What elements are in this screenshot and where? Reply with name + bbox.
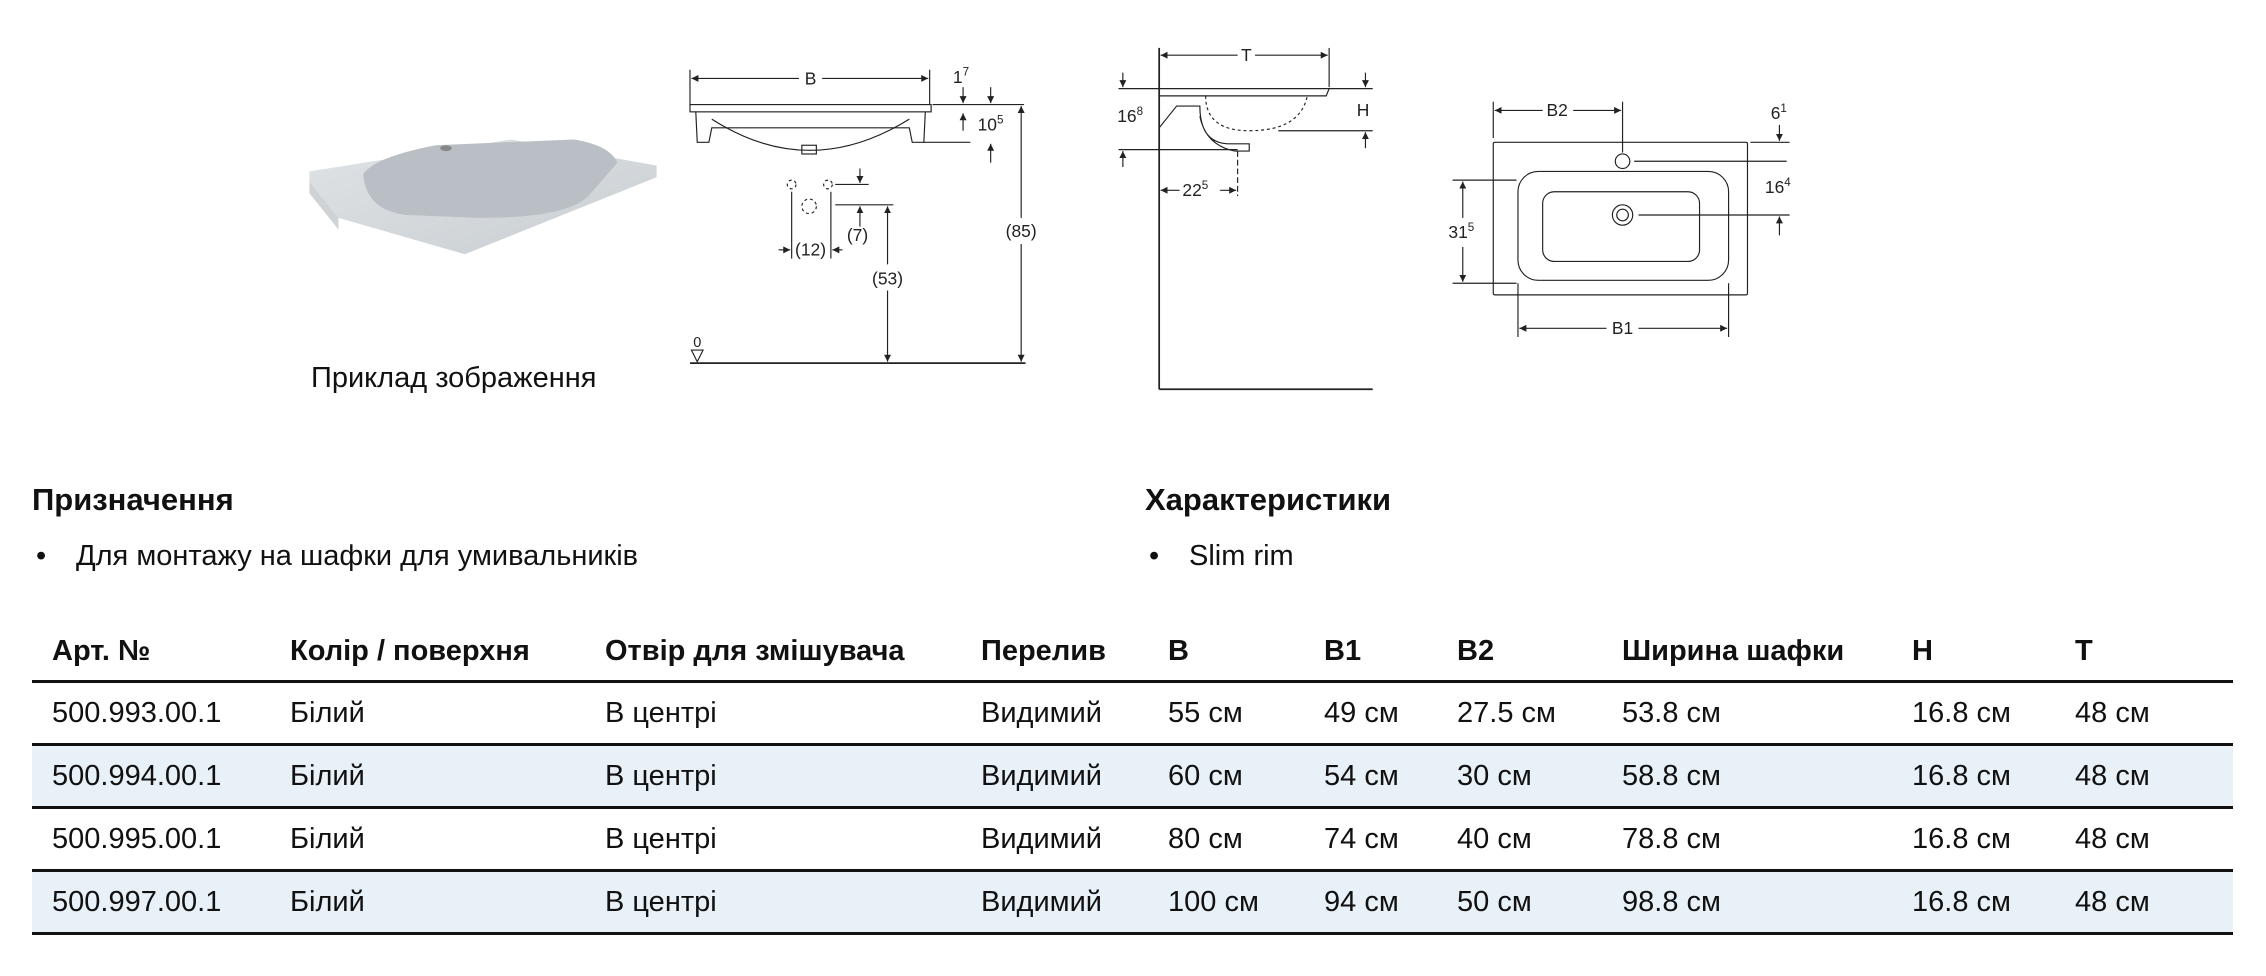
table-cell: 16.8 см	[1892, 681, 2055, 746]
table-cell: 16.8 см	[1892, 870, 2055, 935]
table-cell: Видимий	[961, 681, 1148, 746]
table-cell: 53.8 см	[1602, 681, 1892, 746]
col-b: B	[1148, 622, 1304, 683]
table-cell: В центрі	[585, 870, 961, 935]
dim-b: B	[805, 68, 817, 88]
features-section: Характеристики •Slim rim	[1145, 482, 1391, 573]
features-title: Характеристики	[1145, 482, 1392, 517]
product-table: Арт. № Колір / поверхня Отвір для змішув…	[32, 622, 2233, 935]
table-cell: 100 см	[1148, 870, 1304, 935]
dim-b2: B2	[1547, 100, 1568, 120]
col-tap-hole: Отвір для змішувача	[585, 622, 961, 683]
dim-outlet-height: (53)	[872, 269, 903, 289]
table-cell: 40 см	[1437, 807, 1602, 872]
bullet-icon: •	[1149, 540, 1160, 572]
list-item: •Для монтажу на шафки для умивальників	[32, 540, 638, 573]
front-view-drawing: B 17 105 (85) (12) (7) (53) 0	[689, 66, 1037, 365]
table-cell: Білий	[270, 744, 585, 809]
table-cell: В центрі	[585, 681, 961, 746]
table-cell: 500.997.00.1	[32, 870, 270, 935]
dim-bowl-depth: 315	[1448, 221, 1474, 242]
col-h: H	[1892, 622, 2055, 683]
table-cell: 48 см	[2055, 681, 2233, 746]
purpose-section: Призначення •Для монтажу на шафки для ум…	[32, 482, 638, 573]
table-cell: В центрі	[585, 744, 961, 809]
table-cell: Видимий	[961, 870, 1148, 935]
table-cell: В центрі	[585, 807, 961, 872]
dim-tap-offset: 61	[1771, 102, 1787, 123]
purpose-title: Призначення	[32, 482, 234, 517]
bullet-icon: •	[36, 540, 47, 572]
table-cell: 48 см	[2055, 744, 2233, 809]
table-cell: 78.8 см	[1602, 807, 1892, 872]
list-item: •Slim rim	[1145, 540, 1391, 573]
table-cell: Білий	[270, 870, 585, 935]
dim-t: T	[1241, 45, 1252, 65]
table-cell: 94 см	[1304, 870, 1437, 935]
table-cell: 48 см	[2055, 807, 2233, 872]
table-cell: 500.994.00.1	[32, 744, 270, 809]
table-cell: Білий	[270, 807, 585, 872]
sink-photo	[309, 139, 657, 255]
table-cell: 500.993.00.1	[32, 681, 270, 746]
table-cell: Видимий	[961, 807, 1148, 872]
table-cell: 16.8 см	[1892, 807, 2055, 872]
technical-drawings: B 17 105 (85) (12) (7) (53) 0	[309, 45, 1791, 391]
table-cell: 60 см	[1148, 744, 1304, 809]
dim-outlet-spacing: (12)	[795, 240, 826, 260]
table-cell: 54 см	[1304, 744, 1437, 809]
col-b1: B1	[1304, 622, 1437, 683]
col-article: Арт. №	[32, 622, 270, 683]
dim-depth: 105	[978, 113, 1004, 134]
dim-total-height: (85)	[1006, 221, 1037, 241]
table-cell: 74 см	[1304, 807, 1437, 872]
col-b2: B2	[1437, 622, 1602, 683]
col-cabinet-width: Ширина шафки	[1602, 622, 1892, 683]
table-cell: 48 см	[2055, 870, 2233, 935]
side-view-drawing: T 168 H 225	[1117, 45, 1373, 391]
floor-label: 0	[693, 335, 701, 351]
table-cell: 16.8 см	[1892, 744, 2055, 809]
table-cell: 30 см	[1437, 744, 1602, 809]
table-cell: 500.995.00.1	[32, 807, 270, 872]
table-cell: Білий	[270, 681, 585, 746]
dim-drain-offset-top: 164	[1765, 176, 1791, 197]
table-cell: 58.8 см	[1602, 744, 1892, 809]
table-cell: 50 см	[1437, 870, 1602, 935]
table-cell: 55 см	[1148, 681, 1304, 746]
col-overflow: Перелив	[961, 622, 1148, 683]
table-cell: 80 см	[1148, 807, 1304, 872]
top-view-drawing: B2 61 164 315 B1	[1448, 100, 1791, 338]
dim-outlet-offset: (7)	[847, 225, 868, 245]
dim-h: H	[1357, 100, 1370, 120]
table-cell: 27.5 см	[1437, 681, 1602, 746]
dim-rim: 17	[953, 66, 969, 87]
image-caption: Приклад зображення	[311, 362, 597, 394]
table-cell: 98.8 см	[1602, 870, 1892, 935]
col-t: T	[2055, 622, 2233, 683]
col-color: Колір / поверхня	[270, 622, 585, 683]
table-cell: Видимий	[961, 744, 1148, 809]
dim-b1: B1	[1612, 318, 1633, 338]
table-header: Арт. № Колір / поверхня Отвір для змішув…	[32, 622, 2233, 683]
dim-side-height: 168	[1117, 105, 1143, 126]
dim-drain-offset: 225	[1182, 179, 1208, 200]
table-cell: 49 см	[1304, 681, 1437, 746]
